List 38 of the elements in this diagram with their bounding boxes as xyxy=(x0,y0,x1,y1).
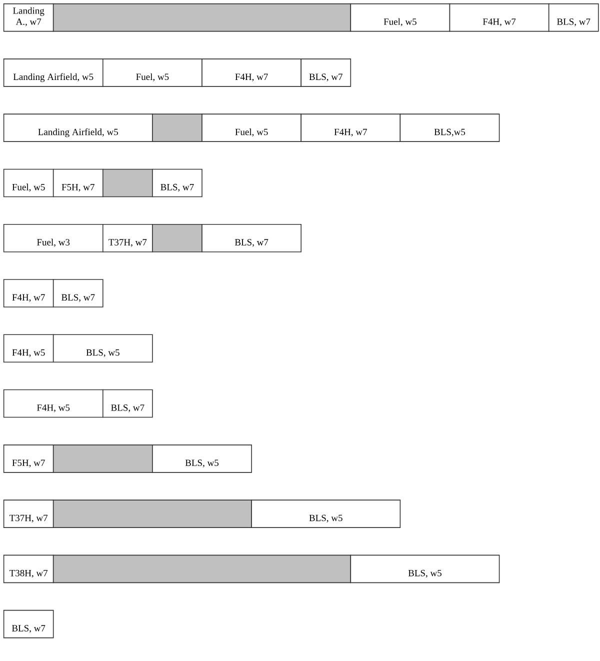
labeled-box: T37H, w7 xyxy=(3,500,54,528)
labeled-box: F5H, w7 xyxy=(3,444,54,473)
labeled-box: BLS, w7 xyxy=(52,279,104,308)
labeled-box: F4H, w7 xyxy=(3,279,54,308)
labeled-box: BLS, w7 xyxy=(548,3,599,32)
labeled-box: BLS, w5 xyxy=(52,334,153,363)
shaded-box xyxy=(152,114,202,142)
labeled-box: F5H, w7 xyxy=(52,168,104,198)
labeled-box: Fuel, w5 xyxy=(350,3,450,32)
shaded-box xyxy=(52,554,352,584)
labeled-box: F4H, w7 xyxy=(300,114,401,142)
labeled-box: Fuel, w5 xyxy=(202,114,302,142)
labeled-box: F4H, w5 xyxy=(3,389,104,418)
labeled-box: BLS, w7 xyxy=(102,389,153,418)
labeled-box: Landing Airfield, w5 xyxy=(3,58,104,87)
labeled-box: Fuel, w5 xyxy=(3,168,54,198)
labeled-box: Landing Airfield, w5 xyxy=(3,114,153,142)
labeled-box: BLS, w7 xyxy=(152,168,202,198)
labeled-box: BLS, w5 xyxy=(350,554,500,584)
shaded-box xyxy=(52,3,352,32)
labeled-box: BLS, w5 xyxy=(251,500,401,528)
labeled-box: Fuel, w3 xyxy=(3,224,104,252)
labeled-box: F4H, w7 xyxy=(202,58,302,87)
labeled-box: Fuel, w5 xyxy=(102,58,202,87)
labeled-box: BLS, w7 xyxy=(300,58,352,87)
shaded-box xyxy=(52,444,153,473)
shaded-box xyxy=(102,168,153,198)
labeled-box: F4H, w5 xyxy=(3,334,54,363)
labeled-box: F4H, w7 xyxy=(449,3,550,32)
labeled-box: T37H, w7 xyxy=(102,224,153,252)
labeled-box: T38H, w7 xyxy=(3,554,54,584)
labeled-box: BLS, w7 xyxy=(3,610,54,638)
labeled-box: Landing A., w7 xyxy=(3,3,54,32)
shaded-box xyxy=(52,500,252,528)
labeled-box: BLS,w5 xyxy=(400,114,500,142)
labeled-box: BLS, w7 xyxy=(202,224,302,252)
shaded-box xyxy=(152,224,202,252)
labeled-box: BLS, w5 xyxy=(152,444,252,473)
